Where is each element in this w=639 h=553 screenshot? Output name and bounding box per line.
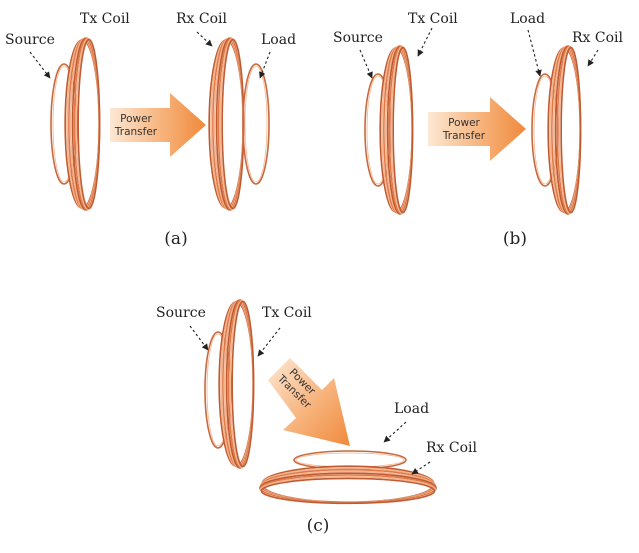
- tx-coil-label: Tx Coil: [80, 11, 130, 27]
- load-loop: [242, 63, 270, 185]
- power-transfer-arrow: Power Transfer: [268, 358, 350, 446]
- power-transfer-arrow: Power Transfer: [428, 97, 526, 161]
- tx-coil: [64, 37, 101, 211]
- rx-coil: [208, 37, 245, 211]
- coil-turn: [560, 46, 582, 214]
- arrow-label-line2: Transfer: [114, 126, 158, 138]
- rx-coil: [259, 465, 437, 505]
- coil-turn: [221, 38, 245, 210]
- tx-coil-label: Tx Coil: [262, 305, 312, 321]
- source-label: Source: [5, 32, 55, 48]
- coil-turn: [77, 38, 101, 210]
- arrow-label-line1: Power: [448, 117, 480, 129]
- panel-c: Power Transfer Source Tx Coil Load Rx Co…: [156, 299, 478, 536]
- coil-turn: [231, 300, 255, 468]
- load-label: Load: [510, 11, 545, 27]
- rx-coil-label: Rx Coil: [426, 440, 478, 456]
- caption-c: (c): [307, 516, 330, 536]
- tx-coil-label: Tx Coil: [408, 11, 458, 27]
- coil-turn: [260, 477, 436, 505]
- caption-a: (a): [164, 229, 187, 249]
- power-transfer-arrow: Power Transfer: [110, 93, 206, 157]
- rx-coil-label: Rx Coil: [176, 11, 228, 27]
- load-label: Load: [394, 401, 429, 417]
- rx-coil-label: Rx Coil: [572, 30, 624, 46]
- load-label: Load: [261, 32, 296, 48]
- arrow-label-line2: Transfer: [442, 130, 486, 142]
- source-label: Source: [333, 30, 383, 46]
- panel-b: Power Transfer Source Tx Coil Load Rx Co…: [333, 11, 624, 249]
- tx-coil: [218, 299, 255, 469]
- panel-a: Power Transfer Source Tx Coil Rx Coil Lo…: [5, 11, 296, 249]
- tx-coil: [379, 45, 414, 215]
- arrow-label-line1: Power: [120, 113, 152, 125]
- caption-b: (b): [503, 229, 527, 249]
- rx-coil: [547, 45, 582, 215]
- source-label: Source: [156, 305, 206, 321]
- coil-turn: [392, 46, 414, 214]
